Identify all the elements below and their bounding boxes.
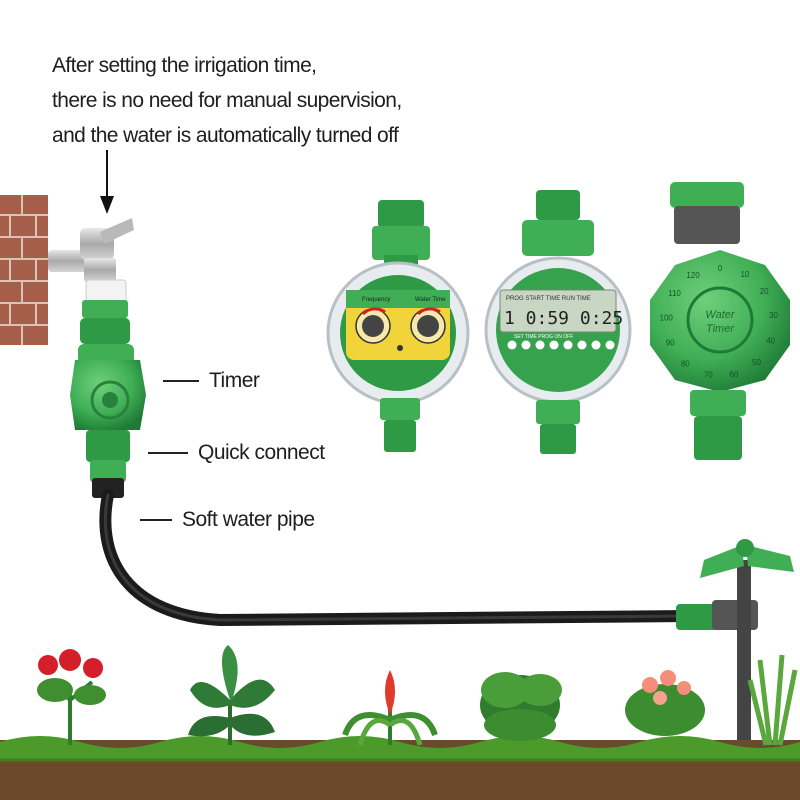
ground <box>0 736 800 800</box>
lcd-digits: 1 0:59 0:25 <box>504 308 623 329</box>
dial-number: 10 <box>740 270 749 279</box>
dial-number: 80 <box>681 359 690 368</box>
plant-grass-tuft <box>747 654 798 746</box>
dial-number: 50 <box>752 358 761 367</box>
callout-soft-water-pipe-label: Soft water pipe <box>182 508 315 531</box>
caption-line: and the water is automatically turned of… <box>52 124 399 147</box>
mechanical-label-1: Water <box>705 309 735 321</box>
plant-broadleaf <box>188 645 275 745</box>
plant-green-bush <box>480 672 562 741</box>
frequency-label: Frequency <box>362 297 390 303</box>
dial-number: 100 <box>660 313 674 322</box>
headline-caption: After setting the irrigation time, there… <box>52 48 402 153</box>
dial-number: 70 <box>704 371 713 380</box>
sprinkler-icon <box>676 539 794 740</box>
dial-number: 20 <box>760 287 769 296</box>
mechanical-label-2: Timer <box>706 323 735 335</box>
lcd-header: PROG START TIME RUN TIME <box>506 296 591 302</box>
callout-quick-connect: Quick connect <box>148 441 325 465</box>
brick-wall <box>0 195 48 345</box>
callout-timer-label: Timer <box>209 369 260 392</box>
water-time-label: Water Time <box>415 297 446 303</box>
dial-number: 120 <box>686 271 700 280</box>
mechanical-dial-numbers: 0 10 20 30 40 50 60 70 80 90 100 110 120 <box>660 264 779 380</box>
callout-timer: Timer <box>163 369 260 393</box>
plant-red-spike <box>342 670 438 746</box>
down-arrow-icon <box>100 150 114 214</box>
plant-pink-flowers <box>625 670 705 736</box>
dial-number: 110 <box>668 289 681 298</box>
caption-line: there is no need for manual supervision, <box>52 89 402 112</box>
dial-number: 90 <box>666 339 675 348</box>
callout-line <box>140 519 172 521</box>
dial-number: 40 <box>766 337 775 346</box>
callout-line <box>148 452 188 454</box>
dial-number: 30 <box>769 311 778 320</box>
caption-line: After setting the irrigation time, <box>52 54 317 77</box>
dial-number: 0 <box>718 264 723 273</box>
callout-line <box>163 380 199 382</box>
faucet-icon <box>48 218 134 303</box>
callout-soft-water-pipe: Soft water pipe <box>140 508 315 532</box>
product-mechanical-timer: Water Timer 0 10 20 30 40 50 60 70 80 90 100 110 120 <box>650 182 790 460</box>
callout-quick-connect-label: Quick connect <box>198 441 325 464</box>
product-dual-dial-timer: Frequency Water Time <box>326 200 470 452</box>
dial-number: 60 <box>730 370 739 379</box>
mounted-timer <box>70 300 146 498</box>
buttons-label: SET TIME PROG ON OFF <box>514 334 573 340</box>
timer-buttons <box>507 340 615 350</box>
product-digital-timer: PROG START TIME RUN TIME 1 0:59 0:25 SET… <box>484 190 632 454</box>
plant-red-flowers <box>37 649 106 745</box>
